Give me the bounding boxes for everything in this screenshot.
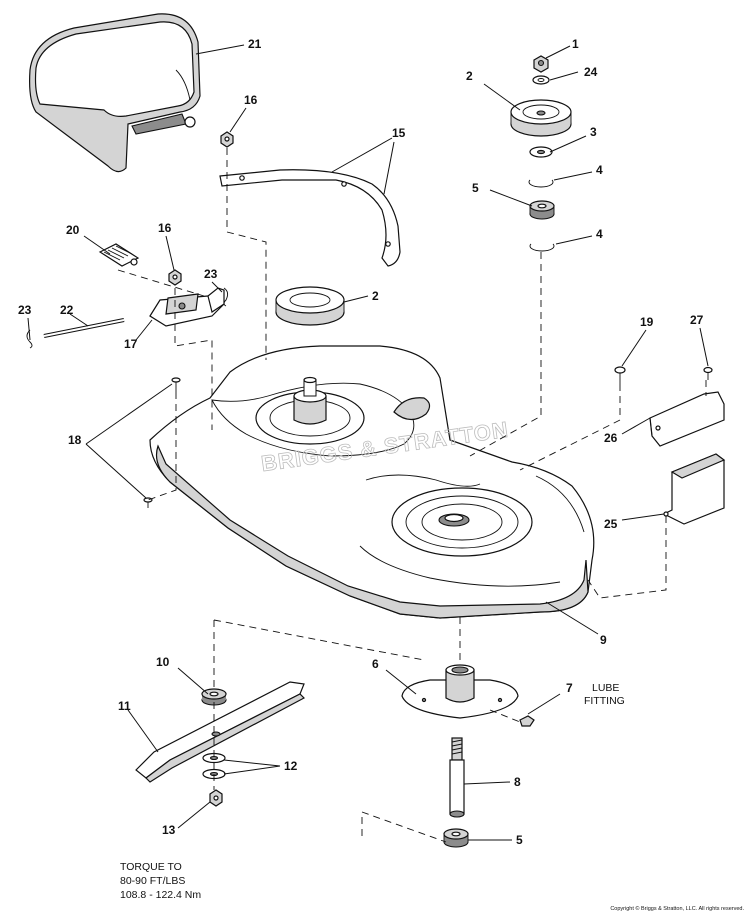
callout-20: 20 [66,223,80,237]
rod-22 [43,318,125,338]
bracket-26 [649,391,725,447]
callout-21: 21 [248,37,262,51]
washer-24 [532,75,550,85]
spring-20 [98,243,140,267]
callout-16-upper: 16 [244,93,258,107]
retaining-ring-4-lower [529,243,555,252]
retaining-ring-4-upper [528,179,554,188]
copyright-notice: Copyright © Briggs & Stratton, LLC. All … [610,905,744,912]
pulley-2-upper [510,99,572,137]
mower-deck-part: BRIGGS & STRATTON [149,345,595,619]
spindle-shaft-8 [449,737,465,818]
bracket-25 [662,453,726,525]
callout-2-middle: 2 [372,289,379,303]
callout-4-upper: 4 [596,163,603,177]
callout-8: 8 [514,775,521,789]
callout-11: 11 [118,699,131,713]
spindle-housing-6 [401,664,519,719]
callout-7: 7 [566,681,573,695]
torque-note-line1: TORQUE TO [120,861,182,873]
torque-note: TORQUE TO 80-90 FT/LBS 108.8 - 122.4 Nm [120,861,201,901]
callout-6: 6 [372,657,379,671]
callout-12: 12 [284,759,298,773]
callout-9: 9 [600,633,607,647]
pin-23-left [26,329,33,349]
callout-13: 13 [162,823,176,837]
screw-18-lower [143,497,153,508]
callout-5-lower: 5 [516,833,523,847]
nut-16-lower [168,269,182,286]
bearing-5-lower [443,828,469,848]
nut-13 [209,789,223,807]
lube-fitting-note: LUBE FITTING [584,682,625,707]
callout-25: 25 [604,517,618,531]
blade-adapter-10 [201,688,227,706]
bolt-27 [703,366,713,380]
lube-note-line1: LUBE [592,682,619,694]
callout-26: 26 [604,431,618,445]
callout-23-left: 23 [18,303,32,317]
callout-23-right: 23 [204,267,218,281]
belt-guide-part [219,169,401,267]
callout-17: 17 [124,337,138,351]
callout-18: 18 [68,433,82,447]
torque-note-line3: 108.8 - 122.4 Nm [120,889,201,901]
callout-15: 15 [392,126,406,140]
pin-23-right [223,287,229,307]
idler-bracket-17 [149,287,225,327]
callout-16-lower: 16 [158,221,172,235]
assembly-lines [117,148,707,843]
callout-4-lower: 4 [596,227,603,241]
bearing-5-upper [529,200,555,220]
torque-note-line2: 80-90 FT/LBS [120,875,185,887]
pulley-2-middle [275,286,345,326]
blade-11 [135,681,305,783]
callout-22: 22 [60,303,74,317]
washer-3 [529,146,553,158]
lube-note-line2: FITTING [584,695,625,707]
leader-lines [27,44,709,841]
discharge-chute-part [29,13,201,173]
callout-24: 24 [584,65,598,79]
screw-18-upper [171,377,181,392]
nut-16-upper [220,131,234,148]
callout-3: 3 [590,125,597,139]
callout-27: 27 [690,313,704,327]
callout-numbers: 21 16 15 1 24 2 3 4 5 4 2 20 16 23 23 22… [18,37,704,847]
callout-5-upper: 5 [472,181,479,195]
lube-fitting-7 [519,715,535,727]
callout-2-upper: 2 [466,69,473,83]
nut-1 [533,55,549,73]
bolt-19 [614,366,626,384]
callout-19: 19 [640,315,654,329]
callout-10: 10 [156,655,170,669]
callout-1: 1 [572,37,579,51]
